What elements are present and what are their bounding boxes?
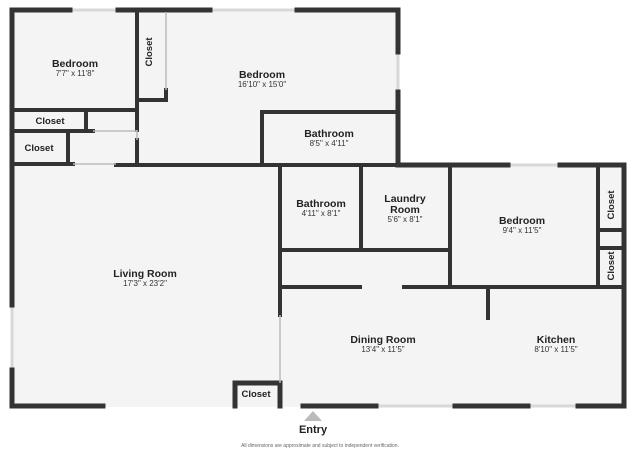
closet-label-bedroom-e-upper: Closet (606, 190, 617, 220)
closet-label-bedroom-nw: Closet (35, 116, 65, 127)
openings (73, 12, 281, 383)
room-living: Living Room 17'3" x 23'2" (113, 268, 177, 288)
room-name: Bathroom (296, 198, 346, 210)
room-name: Bedroom (239, 69, 285, 81)
room-dimensions: 16'10" x 15'0" (238, 80, 286, 89)
closet-label-hall: Closet (24, 143, 54, 154)
room-name: Bedroom (499, 215, 545, 227)
room-name: Living Room (113, 268, 177, 280)
room-kitchen: Kitchen 8'10" x 11'5" (534, 334, 577, 354)
room-bedroom-n: Bedroom 16'10" x 15'0" (238, 69, 286, 89)
windows (10, 8, 578, 408)
closet-label-bedroom-e-lower: Closet (606, 251, 617, 281)
entry-arrow-icon (304, 411, 322, 421)
room-laundry: Laundry Room 5'6" x 8'1" (384, 193, 426, 224)
closet-label-entry: Closet (241, 389, 271, 400)
room-dining: Dining Room 13'4" x 11'5" (350, 334, 415, 354)
room-dimensions: 13'4" x 11'5" (361, 345, 404, 354)
room-name-line1: Laundry (384, 193, 426, 205)
room-name: Dining Room (350, 334, 415, 346)
room-dimensions: 7'7" x 11'8" (56, 69, 95, 78)
room-bedroom-nw: Bedroom 7'7" x 11'8" (52, 58, 98, 78)
entry-label: Entry (299, 424, 328, 436)
room-dimensions: 9'4" x 11'5" (503, 226, 542, 235)
room-name: Bedroom (52, 58, 98, 70)
room-dimensions: 5'6" x 8'1" (388, 215, 423, 224)
room-name: Kitchen (537, 334, 576, 346)
closet-label-bedroom-n: Closet (144, 37, 155, 67)
disclaimer-footnote: All dimensions are approximate and subje… (241, 443, 399, 449)
room-name: Bathroom (304, 128, 354, 140)
room-dimensions: 8'10" x 11'5" (534, 345, 577, 354)
room-dimensions: 17'3" x 23'2" (123, 279, 167, 288)
room-bathroom-lower: Bathroom 4'11" x 8'1" (296, 198, 346, 218)
room-bedroom-e: Bedroom 9'4" x 11'5" (499, 215, 545, 235)
room-bathroom-upper: Bathroom 8'5" x 4'11" (304, 128, 354, 148)
room-name-line2: Room (390, 204, 420, 216)
walls (9, 7, 627, 409)
room-dimensions: 8'5" x 4'11" (310, 139, 349, 148)
room-dimensions: 4'11" x 8'1" (302, 209, 341, 218)
